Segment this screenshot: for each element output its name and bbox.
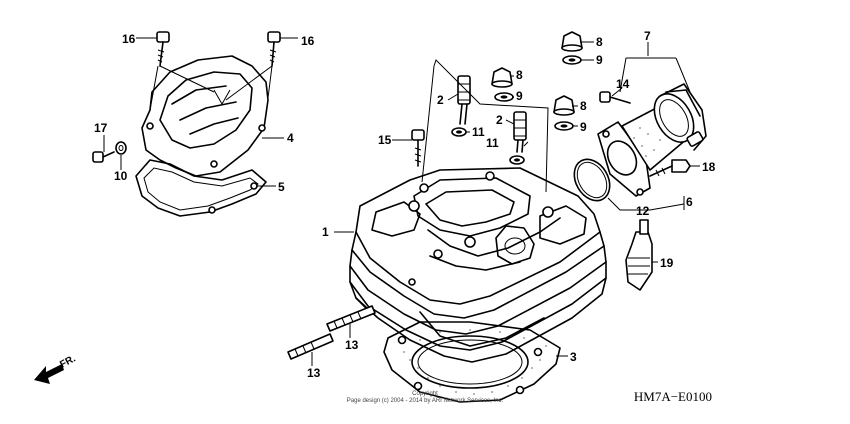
washer-9-c: [554, 121, 574, 131]
screw-14: [599, 91, 631, 104]
callout-11-left: 11: [472, 125, 485, 139]
stud-bolt-13-upper: [326, 305, 376, 332]
washer-10: [115, 141, 127, 155]
callout-16-right: 16: [301, 34, 315, 48]
callout-13-upper: 13: [345, 338, 359, 352]
insulator-6: [597, 93, 695, 197]
front-arrow: FR.: [34, 353, 78, 384]
copyright-line-2: Page design (c) 2004 - 2014 by ARI Netwo…: [347, 398, 504, 404]
bolt-16-left: [156, 31, 170, 67]
callout-2-left: 2: [437, 93, 444, 107]
callout-1: 1: [322, 225, 329, 239]
stud-2-right: [513, 111, 527, 153]
cylinder-head: [349, 167, 607, 363]
washer-9-b: [494, 92, 514, 102]
callout-labels: 16 16 4 5 17 10 15 1 2 2 11 11 8 9 8 9 8…: [94, 29, 716, 380]
stud-bolt-13-lower: [287, 333, 334, 360]
washer-9-a: [562, 55, 582, 65]
callout-9-middle: 9: [516, 89, 523, 103]
bolt-15: [411, 129, 425, 167]
callout-7: 7: [644, 29, 651, 43]
bolt-17: [92, 151, 115, 163]
callout-12: 12: [636, 204, 650, 218]
callout-17: 17: [94, 121, 108, 135]
washer-11-left: [451, 127, 467, 137]
diagram-code: HM7A−E0100: [634, 389, 712, 404]
bolt-16-right: [267, 31, 281, 67]
stud-2-left: [457, 75, 471, 125]
clamp-band-7: [659, 83, 707, 151]
washer-11-right: [509, 155, 525, 165]
callout-3: 3: [570, 350, 577, 364]
head-cover: [141, 55, 269, 177]
callout-2-right: 2: [496, 113, 503, 127]
callout-4: 4: [287, 131, 294, 145]
callout-14: 14: [616, 77, 630, 91]
callout-15: 15: [378, 133, 392, 147]
copyright-line-1: Copyright: [412, 391, 438, 397]
bolt-18: [649, 159, 691, 177]
cap-nut-8-a: [561, 31, 583, 52]
head-cover-gasket: [135, 159, 267, 217]
callout-6: 6: [686, 195, 693, 209]
callout-10: 10: [114, 169, 128, 183]
cylinder-gasket: [383, 321, 561, 403]
callout-19: 19: [660, 256, 674, 270]
callout-8-middle: 8: [516, 68, 523, 82]
callout-5: 5: [278, 180, 285, 194]
front-label: FR.: [58, 353, 78, 370]
callout-8-top: 8: [596, 35, 603, 49]
callout-18: 18: [702, 160, 716, 174]
callout-9-top: 9: [596, 53, 603, 67]
leader-lines: [103, 37, 700, 366]
cap-nut-8-c: [553, 95, 575, 116]
callout-9-right: 9: [580, 120, 587, 134]
callout-13-lower: 13: [307, 366, 321, 380]
callout-16-left: 16: [122, 32, 136, 46]
spark-plug-19: [625, 219, 653, 291]
front-arrow-icon: [34, 364, 64, 384]
cap-nut-8-b: [491, 67, 513, 88]
callout-8-right: 8: [580, 99, 587, 113]
callout-11-right: 11: [486, 136, 499, 150]
o-ring-12: [573, 158, 611, 202]
